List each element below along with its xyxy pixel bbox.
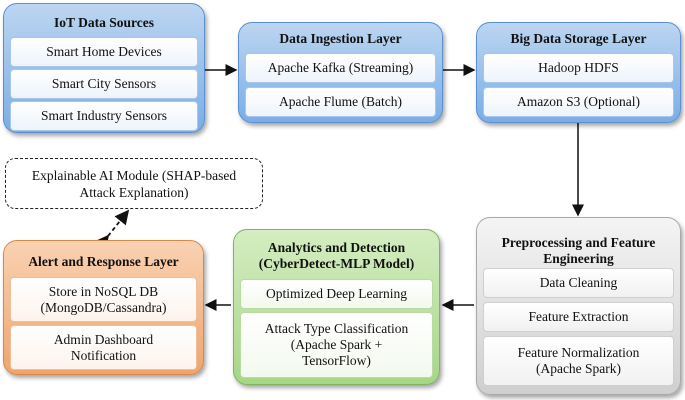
explainable-ai-module: Explainable AI Module (SHAP-based Attack…: [5, 158, 263, 209]
analytics-panel: Analytics and Detection (CyberDetect-MLP…: [233, 229, 440, 385]
admin-dashboard-line2: Notification: [70, 347, 137, 363]
analytics-title-line1: Analytics and Detection: [267, 240, 406, 255]
admin-dashboard-line1: Admin Dashboard: [53, 331, 154, 347]
attack-type-line3: TensorFlow): [302, 353, 371, 368]
smart-city-sensors-item: Smart City Sensors: [10, 69, 198, 99]
nosql-store-line1: Store in NoSQL DB: [48, 283, 159, 299]
alert-panel: Alert and Response Layer Store in NoSQL …: [3, 240, 204, 375]
admin-dashboard-item: Admin Dashboard Notification: [10, 325, 197, 370]
data-cleaning-item: Data Cleaning: [483, 268, 674, 298]
data-ingestion-panel: Data Ingestion Layer Apache Kafka (Strea…: [238, 22, 443, 123]
smart-home-devices-item: Smart Home Devices: [10, 37, 198, 67]
nosql-store-item: Store in NoSQL DB (MongoDB/Cassandra): [10, 277, 197, 322]
data-ingestion-title: Data Ingestion Layer: [279, 31, 402, 46]
feature-extraction-item: Feature Extraction: [483, 302, 674, 332]
alert-title: Alert and Response Layer: [28, 254, 179, 269]
hadoop-hdfs-item: Hadoop HDFS: [483, 53, 674, 83]
explainable-ai-line1: Explainable AI Module (SHAP-based: [31, 167, 237, 183]
feature-normalization-line1: Feature Normalization: [517, 345, 640, 360]
smart-industry-sensors-item: Smart Industry Sensors: [10, 101, 198, 131]
storage-panel: Big Data Storage Layer Hadoop HDFS Amazo…: [476, 22, 681, 123]
attack-type-line1: Attack Type Classification: [264, 321, 409, 336]
preprocessing-title: Preprocessing and Feature Engineering: [477, 235, 680, 267]
explainable-ai-line2: Attack Explanation): [79, 184, 189, 200]
apache-kafka-item: Apache Kafka (Streaming): [245, 53, 436, 83]
analytics-title: Analytics and Detection (CyberDetect-MLP…: [234, 240, 439, 272]
analytics-title-line2: (CyberDetect-MLP Model): [258, 256, 415, 271]
iot-data-sources-panel: IoT Data Sources Smart Home Devices Smar…: [3, 3, 205, 133]
preprocessing-title-line2: Engineering: [543, 251, 614, 266]
preprocessing-title-line1: Preprocessing and Feature: [501, 235, 656, 250]
storage-title: Big Data Storage Layer: [510, 31, 647, 46]
arrow-alert-to-xai-dashed: [94, 209, 130, 251]
optimized-deep-learning-item: Optimized Deep Learning: [240, 279, 433, 309]
iot-data-sources-title: IoT Data Sources: [53, 15, 154, 30]
amazon-s3-item: Amazon S3 (Optional): [483, 87, 674, 117]
feature-normalization-line2: (Apache Spark): [535, 361, 622, 376]
attack-type-line2: (Apache Spark +: [290, 337, 383, 352]
nosql-store-line2: (MongoDB/Cassandra): [40, 299, 167, 315]
apache-flume-item: Apache Flume (Batch): [245, 87, 436, 117]
feature-normalization-item: Feature Normalization (Apache Spark): [483, 336, 674, 386]
attack-type-classification-item: Attack Type Classification (Apache Spark…: [240, 312, 433, 378]
preprocessing-panel: Preprocessing and Feature Engineering Da…: [476, 217, 681, 395]
